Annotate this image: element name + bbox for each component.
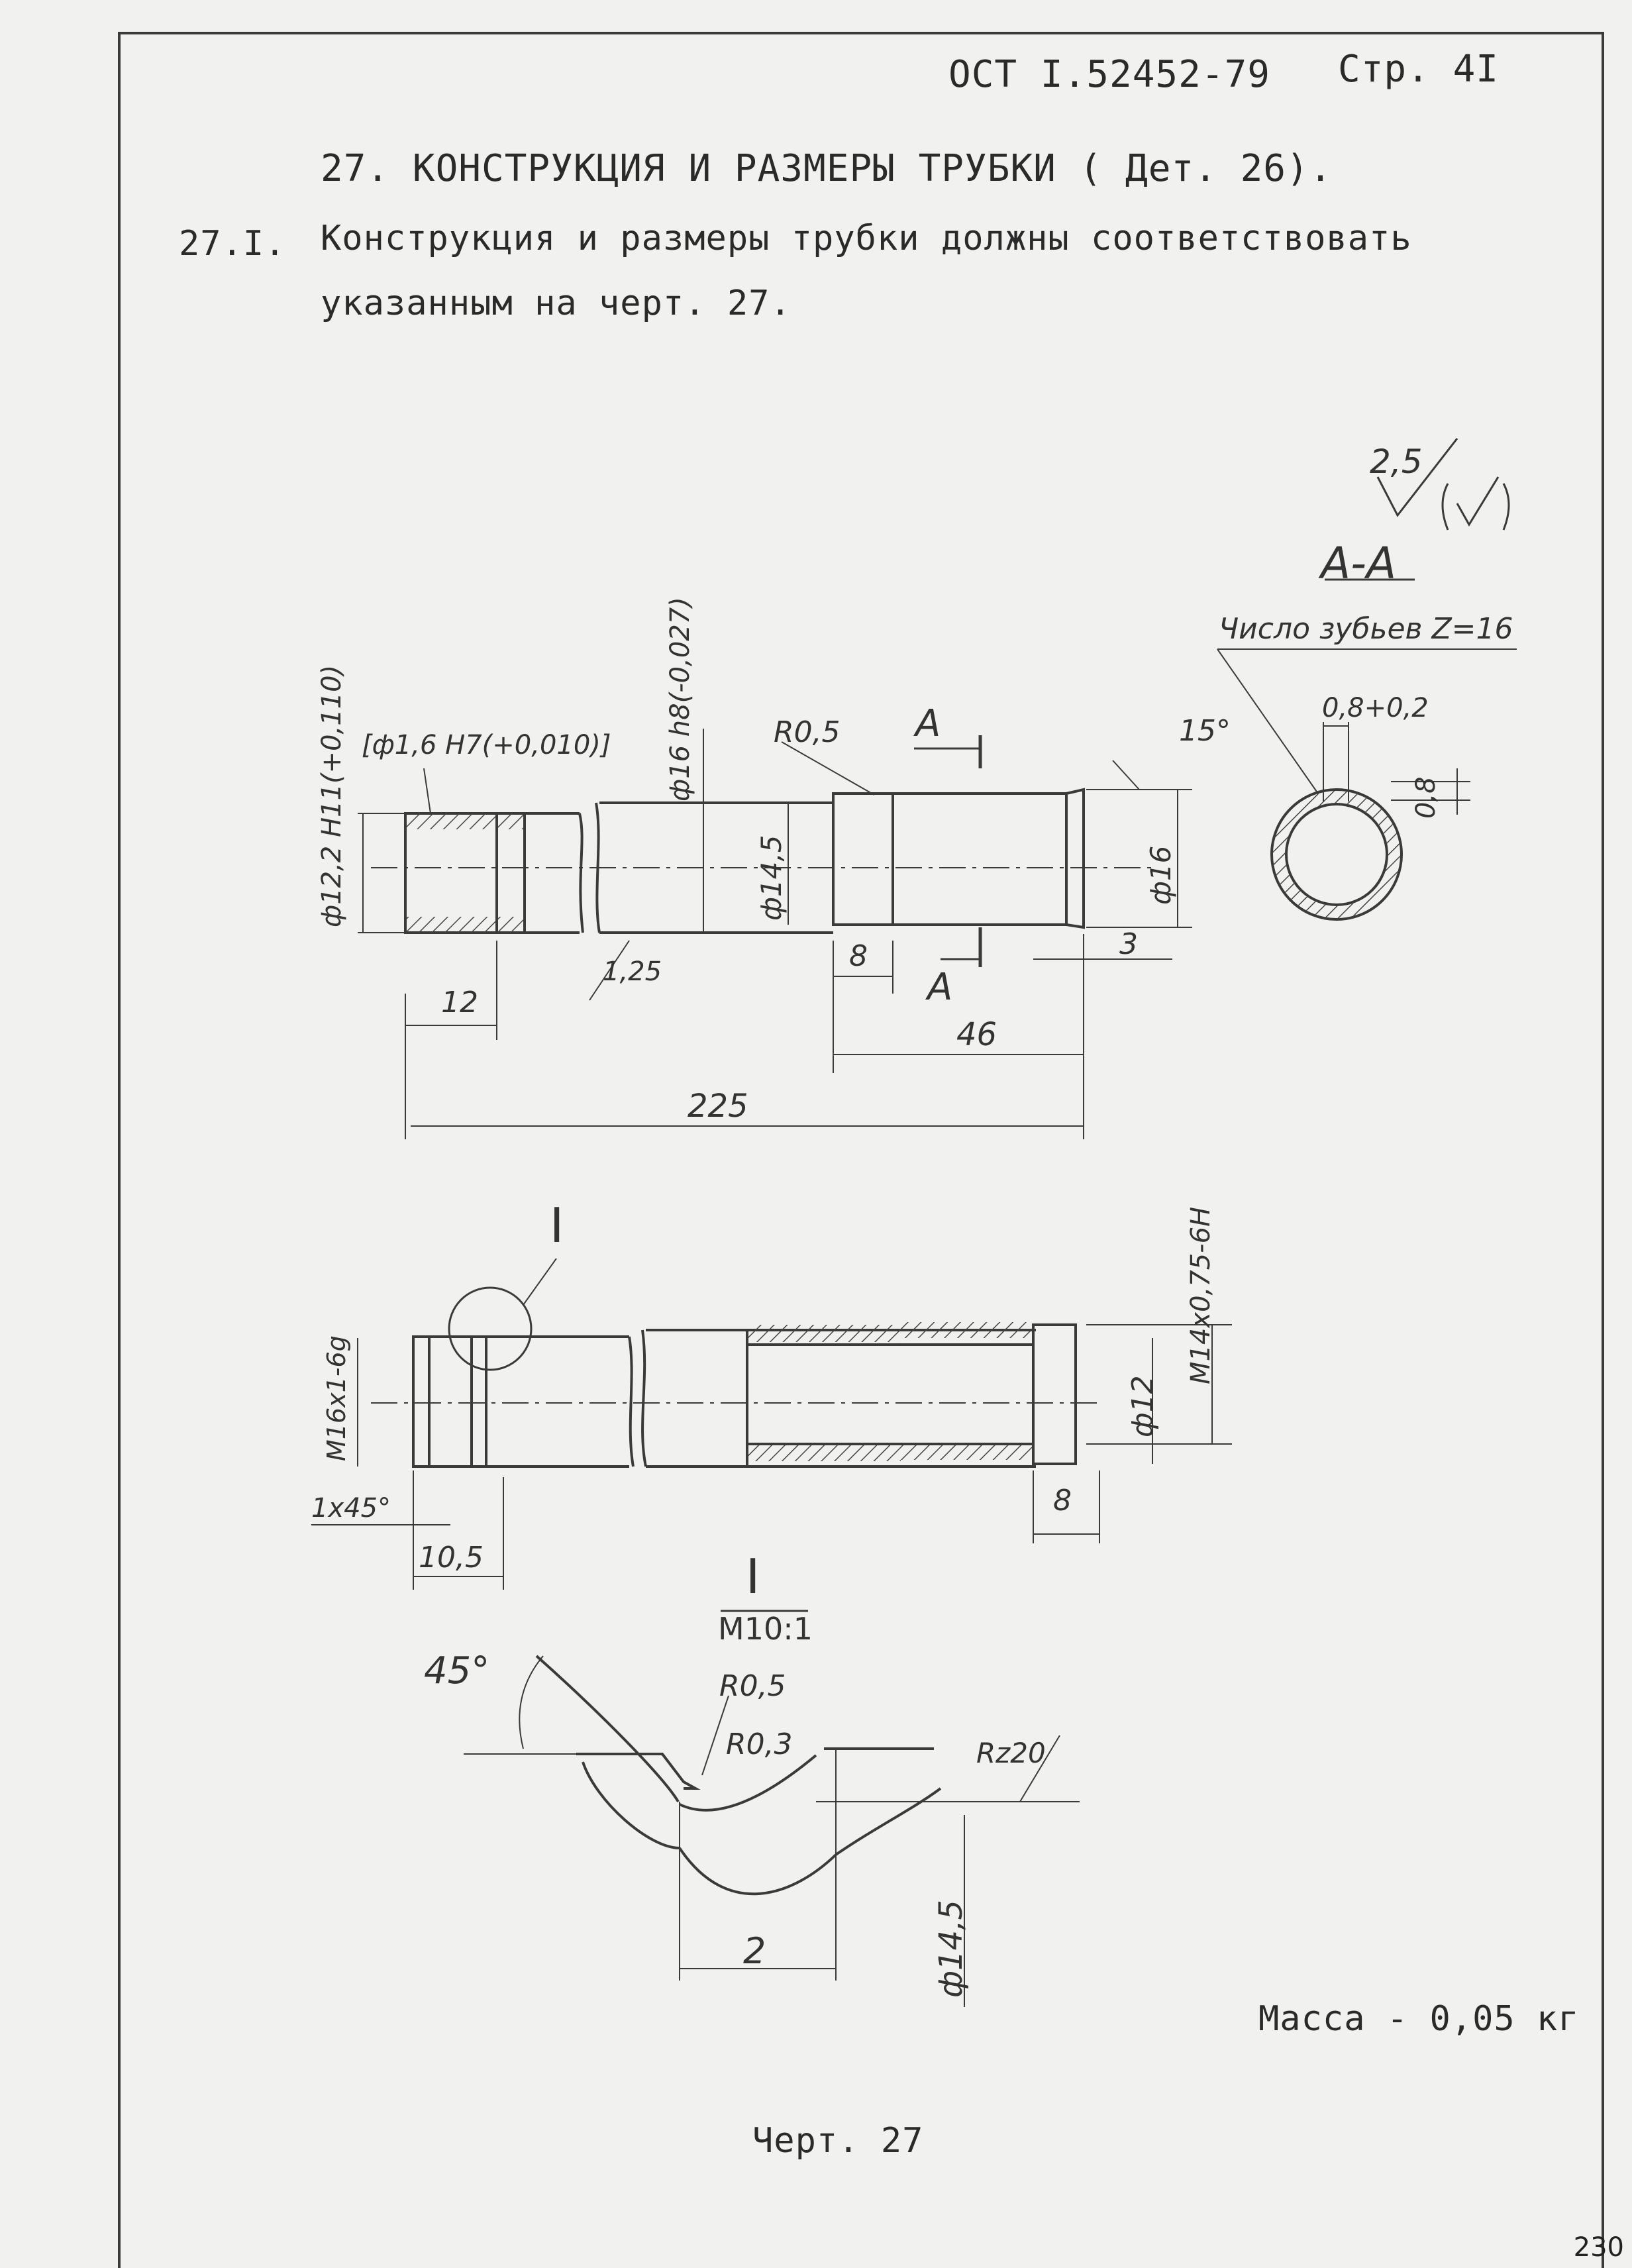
thread-m14: M14x0,75-6H	[1186, 1206, 1216, 1384]
tube-side-section-view	[311, 1258, 1232, 1590]
section-title: 27. КОНСТРУКЦИЯ И РАЗМЕРЫ ТРУБКИ ( Дет. …	[321, 147, 1333, 190]
clause-number: 27.I.	[179, 224, 286, 264]
diameter-14-5-detail: ф14,5	[933, 1900, 970, 1998]
page-frame	[118, 32, 1604, 2268]
tube-top-view	[358, 729, 1192, 1139]
roughness-1-25: 1,25	[603, 956, 662, 987]
dimension-8-mid: 8	[1053, 1484, 1072, 1518]
cut-a-bottom: А	[927, 966, 953, 1009]
radius-r0-3-detail: R0,3	[726, 1727, 793, 1761]
detail-title: I	[746, 1549, 760, 1604]
thread-m16: M16x1-6g	[322, 1335, 351, 1461]
dimension-46: 46	[956, 1016, 997, 1053]
diameter-12-mid: ф12	[1126, 1375, 1160, 1437]
roughness-rz20: Rz20	[976, 1737, 1046, 1769]
sheet-number: 230	[1573, 2232, 1624, 2263]
chamfer-1x45: 1x45°	[311, 1493, 391, 1523]
dimension-10-5: 10,5	[419, 1541, 484, 1574]
dimension-12: 12	[441, 986, 478, 1019]
dimension-0-8: 0,8	[1411, 776, 1441, 819]
diameter-1-6-h7: [ф1,6 H7(+0,010)]	[362, 730, 611, 760]
diameter-12-2-h11: ф12,2 H11(+0,110)	[317, 664, 347, 927]
standard-number: ОСТ I.52452-79	[948, 53, 1271, 96]
clause-text-line2: указанным на черт. 27.	[321, 284, 791, 323]
figure-caption: Черт. 27	[752, 2121, 924, 2161]
clause-text-line1: Конструкция и размеры трубки должны соот…	[321, 219, 1412, 258]
teeth-count-note: Число зубьев Z=16	[1219, 612, 1513, 646]
dimension-0-8-plus-0-2: 0,8+0,2	[1322, 693, 1429, 723]
diameter-14-5: ф14,5	[755, 835, 788, 921]
angle-45: 45°	[424, 1649, 490, 1692]
dimension-2: 2	[743, 1930, 766, 1972]
diameter-16-h8: ф16 h8(-0,027)	[665, 597, 695, 801]
radius-r0-5-detail: R0,5	[719, 1669, 786, 1703]
diameter-16-right: ф16	[1145, 845, 1177, 905]
angle-15: 15°	[1179, 714, 1231, 748]
dimension-225: 225	[688, 1088, 748, 1125]
roughness-value: 2,5	[1370, 442, 1423, 481]
section-a-a-view	[1217, 438, 1517, 921]
section-label: А-А	[1321, 538, 1397, 589]
dimension-3: 3	[1119, 927, 1138, 961]
detail-i-view	[464, 1610, 1080, 2007]
detail-marker: I	[550, 1198, 564, 1253]
mass-note: Масса - 0,05 кг	[1258, 1999, 1580, 2039]
cut-a-top: А	[915, 702, 941, 745]
radius-r0-5-top: R0,5	[774, 715, 841, 749]
detail-scale: M10:1	[718, 1611, 813, 1647]
dimension-8-top: 8	[849, 939, 868, 973]
page-number: Стр. 4I	[1338, 48, 1500, 91]
